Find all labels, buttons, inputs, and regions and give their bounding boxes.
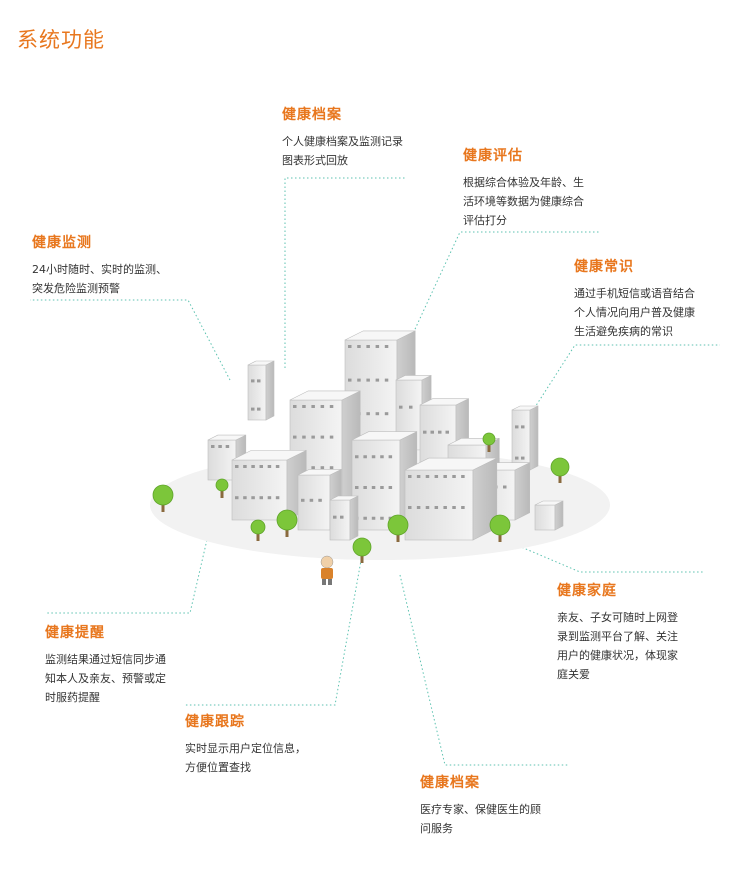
feature-desc-line: 个人健康档案及监测记录 — [282, 135, 403, 148]
feature-title: 健康常识 — [574, 259, 634, 275]
feature-desc-line: 监测结果通过短信同步通 — [45, 653, 166, 666]
feature-title: 健康提醒 — [45, 625, 105, 641]
feature-archive-top: 健康档案 个人健康档案及监测记录 图表形式回放 — [282, 104, 403, 170]
tree — [387, 514, 409, 542]
tree — [152, 484, 174, 512]
feature-title: 健康监测 — [32, 235, 92, 251]
building — [231, 449, 307, 521]
connector-tracking — [185, 554, 363, 706]
page-title: 系统功能 — [17, 28, 105, 52]
feature-desc-line: 通过手机短信或语音结合 — [574, 287, 695, 300]
feature-title: 健康档案 — [282, 107, 342, 123]
feature-title: 健康家庭 — [557, 583, 617, 599]
feature-desc-line: 生活避免疾病的常识 — [574, 325, 673, 338]
building — [329, 495, 359, 541]
feature-evaluation: 健康评估 根据综合体验及年龄、生 活环境等数据为健康综合 评估打分 — [463, 145, 584, 230]
tree — [250, 519, 266, 541]
feature-desc-line: 亲友、子女可随时上网登 — [557, 611, 678, 624]
feature-desc-line: 医疗专家、保健医生的顾 — [420, 803, 541, 816]
feature-desc-line: 时服药提醒 — [45, 691, 100, 704]
tree — [489, 514, 511, 542]
tree — [352, 537, 372, 563]
feature-desc-line: 知本人及亲友、预警或定 — [45, 672, 166, 685]
tree — [215, 478, 229, 498]
building — [404, 457, 498, 541]
tree — [550, 457, 570, 483]
feature-desc-line: 个人情况向用户普及健康 — [574, 306, 695, 319]
feature-desc-line: 庭关爱 — [557, 668, 590, 681]
feature-desc-line: 根据综合体验及年龄、生 — [463, 176, 584, 189]
feature-desc-line: 用户的健康状况，体现家 — [557, 649, 678, 662]
tree — [482, 432, 496, 452]
building — [534, 500, 564, 531]
feature-desc-line: 突发危险监测预警 — [32, 282, 120, 295]
feature-desc-line: 24小时随时、实时的监测、 — [32, 263, 167, 276]
feature-desc-line: 图表形式回放 — [282, 154, 348, 167]
building — [247, 360, 275, 421]
feature-tracking: 健康跟踪 实时显示用户定位信息， 方便位置查找 — [185, 711, 306, 777]
connector-family — [499, 537, 705, 573]
tree — [276, 509, 298, 537]
feature-archive-bottom: 健康档案 医疗专家、保健医生的顾 问服务 — [420, 772, 541, 838]
connector-evaluation — [409, 231, 600, 341]
feature-title: 健康跟踪 — [185, 714, 245, 730]
connector-archive-bottom — [399, 574, 568, 766]
feature-desc-line: 实时显示用户定位信息， — [185, 742, 306, 755]
feature-knowledge: 健康常识 通过手机短信或语音结合 个人情况向用户普及健康 生活避免疾病的常识 — [574, 256, 695, 341]
feature-monitoring: 健康监测 24小时随时、实时的监测、 突发危险监测预警 — [32, 232, 167, 298]
feature-desc-line: 评估打分 — [463, 214, 507, 227]
feature-reminder: 健康提醒 监测结果通过短信同步通 知本人及亲友、预警或定 时服药提醒 — [45, 622, 166, 707]
feature-desc-line: 方便位置查找 — [185, 761, 251, 774]
feature-desc-line: 活环境等数据为健康综合 — [463, 195, 584, 208]
feature-family: 健康家庭 亲友、子女可随时上网登 录到监测平台了解、关注 用户的健康状况，体现家… — [557, 580, 678, 684]
feature-title: 健康评估 — [463, 148, 523, 164]
feature-title: 健康档案 — [420, 775, 480, 791]
person-figure — [320, 555, 334, 585]
building — [511, 405, 539, 471]
feature-desc-line: 问服务 — [420, 822, 453, 835]
feature-desc-line: 录到监测平台了解、关注 — [557, 630, 678, 643]
